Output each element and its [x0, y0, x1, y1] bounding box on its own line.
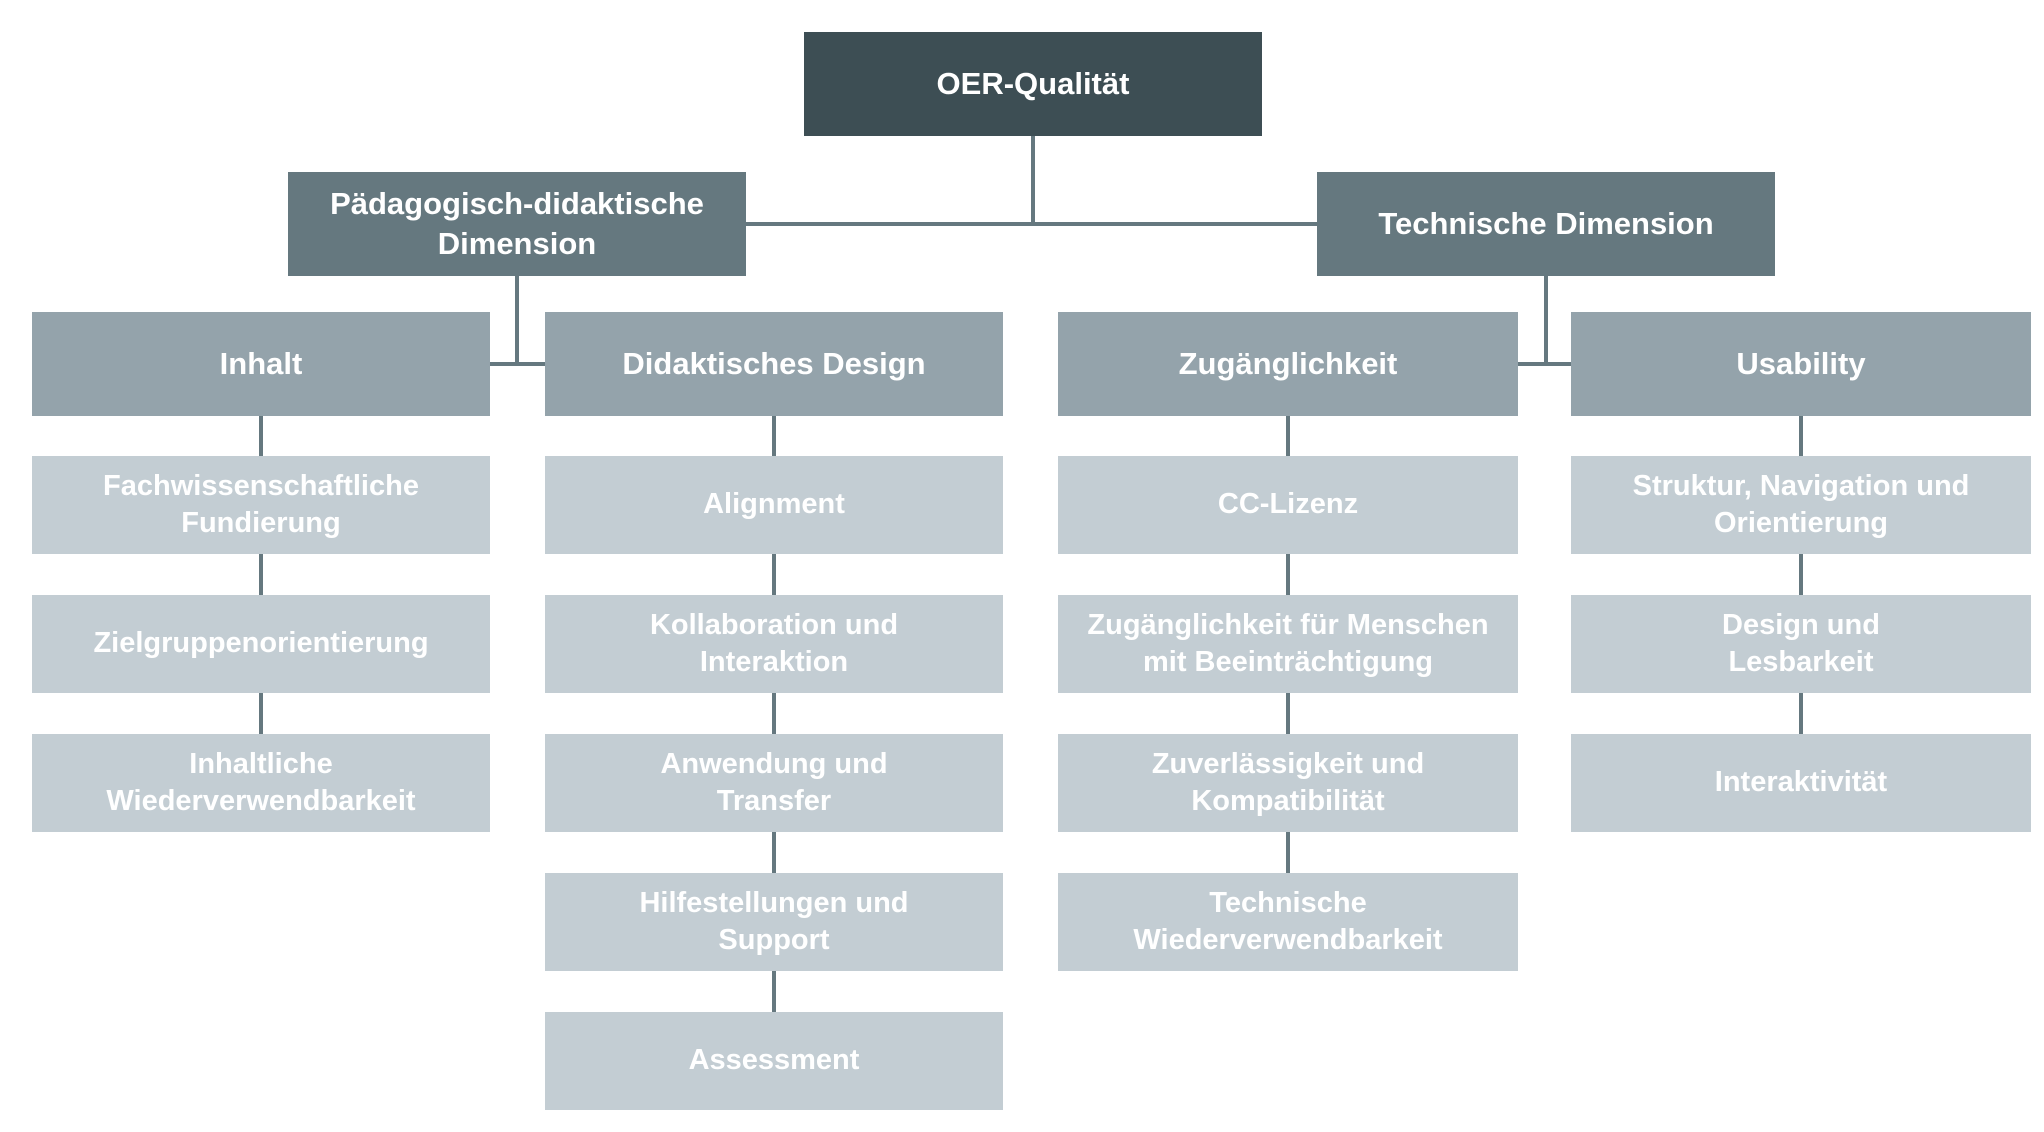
item-box-struktur-navigation-orientierung: Struktur, Navigation und Orientierung: [1571, 456, 2031, 554]
item-box-zielgruppenorientierung: Zielgruppenorientierung: [32, 595, 490, 693]
item-box-design-und-lesbarkeit: Design und Lesbarkeit: [1571, 595, 2031, 693]
connector-usability-seg1: [1799, 416, 1803, 456]
item-box-hilfestellungen-und-support: Hilfestellungen und Support: [545, 873, 1003, 971]
connector-paedagogisch-horizontal: [490, 362, 545, 366]
connector-didaktisch-seg3: [772, 693, 776, 734]
column-header-didaktisches-design: Didaktisches Design: [545, 312, 1003, 416]
item-box-alignment: Alignment: [545, 456, 1003, 554]
connector-root-vertical: [1031, 136, 1035, 224]
item-box-anwendung-und-transfer: Anwendung und Transfer: [545, 734, 1003, 832]
connector-technisch-vertical: [1544, 276, 1548, 366]
item-box-cc-lizenz: CC-Lizenz: [1058, 456, 1518, 554]
item-box-inhaltliche-wiederverwendbarkeit: Inhaltliche Wiederverwendbarkeit: [32, 734, 490, 832]
item-box-kollaboration-und-interaktion: Kollaboration und Interaktion: [545, 595, 1003, 693]
dimension-box-paedagogisch-didaktisch: Pädagogisch-didaktische Dimension: [288, 172, 746, 276]
column-header-usability: Usability: [1571, 312, 2031, 416]
connector-didaktisch-seg4: [772, 832, 776, 873]
item-box-technische-wiederverwendbarkeit: Technische Wiederverwendbarkeit: [1058, 873, 1518, 971]
connector-zugaenglichkeit-seg4: [1286, 832, 1290, 873]
item-box-zuverlaessigkeit-und-kompatibilitaet: Zuverlässigkeit und Kompatibilität: [1058, 734, 1518, 832]
connector-usability-seg2: [1799, 554, 1803, 595]
root-box-oer-qualitaet: OER-Qualität: [804, 32, 1262, 136]
item-box-assessment: Assessment: [545, 1012, 1003, 1110]
connector-inhalt-seg1: [259, 416, 263, 456]
connector-zugaenglichkeit-seg1: [1286, 416, 1290, 456]
connector-didaktisch-seg2: [772, 554, 776, 595]
connector-didaktisch-seg5: [772, 971, 776, 1012]
connector-paedagogisch-vertical: [515, 276, 519, 366]
column-header-inhalt: Inhalt: [32, 312, 490, 416]
column-header-zugaenglichkeit: Zugänglichkeit: [1058, 312, 1518, 416]
connector-zugaenglichkeit-seg2: [1286, 554, 1290, 595]
dimension-box-technisch: Technische Dimension: [1317, 172, 1775, 276]
connector-usability-seg3: [1799, 693, 1803, 734]
connector-didaktisch-seg1: [772, 416, 776, 456]
connector-zugaenglichkeit-seg3: [1286, 693, 1290, 734]
connector-dimensions-horizontal: [746, 222, 1317, 226]
connector-technisch-horizontal: [1518, 362, 1571, 366]
connector-inhalt-seg2: [259, 554, 263, 595]
item-box-zugaenglichkeit-beeintraechtigung: Zugänglichkeit für Menschen mit Beeinträ…: [1058, 595, 1518, 693]
item-box-interaktivitaet: Interaktivität: [1571, 734, 2031, 832]
connector-inhalt-seg3: [259, 693, 263, 734]
item-box-fachwissenschaftliche-fundierung: Fachwissenschaftliche Fundierung: [32, 456, 490, 554]
